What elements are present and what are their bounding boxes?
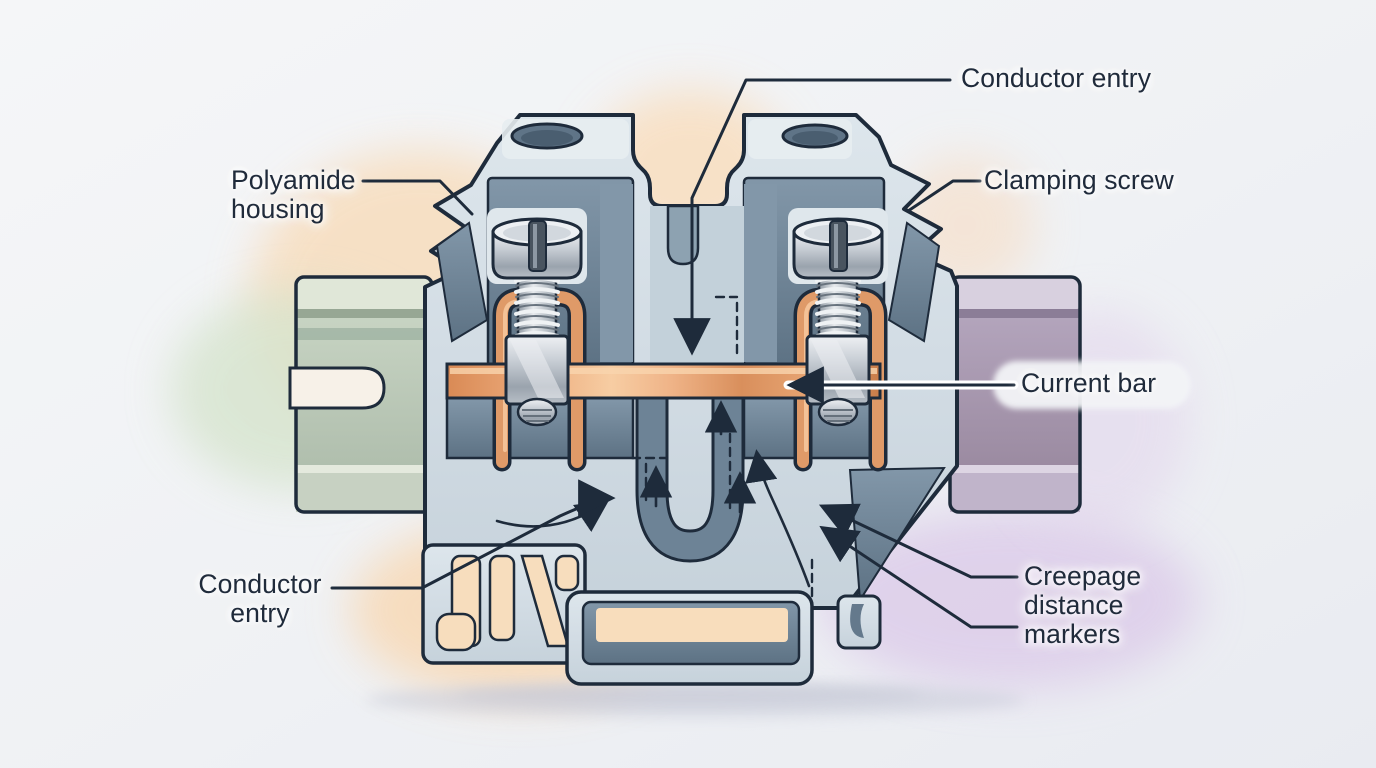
label-creepage-distance-markers: Creepage distance markers	[1024, 561, 1142, 649]
leader-creepage-1	[818, 503, 1019, 579]
leader-lines	[330, 78, 1191, 629]
label-polyamide-housing: Polyamide housing	[231, 165, 356, 224]
current-bar-label-halo	[993, 361, 1191, 409]
rail-clip-notch	[435, 612, 477, 652]
creepage-curve-arrow-right	[745, 449, 811, 588]
conductor-hole-left	[510, 122, 584, 150]
leader-clamping-screw	[906, 179, 982, 213]
drop-shadow	[365, 682, 1025, 718]
leader-conductor-entry-top	[673, 78, 952, 356]
label-current-bar: Current bar	[1021, 368, 1157, 398]
label-conductor-entry-bottom: Conductor entry	[198, 569, 322, 628]
leader-creepage-2	[819, 525, 1019, 629]
din-rail-left	[288, 275, 434, 514]
mounting-foot-left	[421, 543, 587, 665]
base-section	[565, 590, 814, 686]
leader-conductor-entry-bottom	[330, 479, 616, 590]
label-conductor-entry-top: Conductor entry	[961, 63, 1152, 93]
mounting-foot-right	[836, 594, 882, 650]
u-channel	[638, 398, 742, 560]
label-clamping-screw: Clamping screw	[984, 165, 1174, 195]
rail-slot-notch	[288, 366, 386, 410]
conductor-hole-right	[781, 123, 849, 149]
leader-polyamide-housing	[361, 179, 474, 216]
